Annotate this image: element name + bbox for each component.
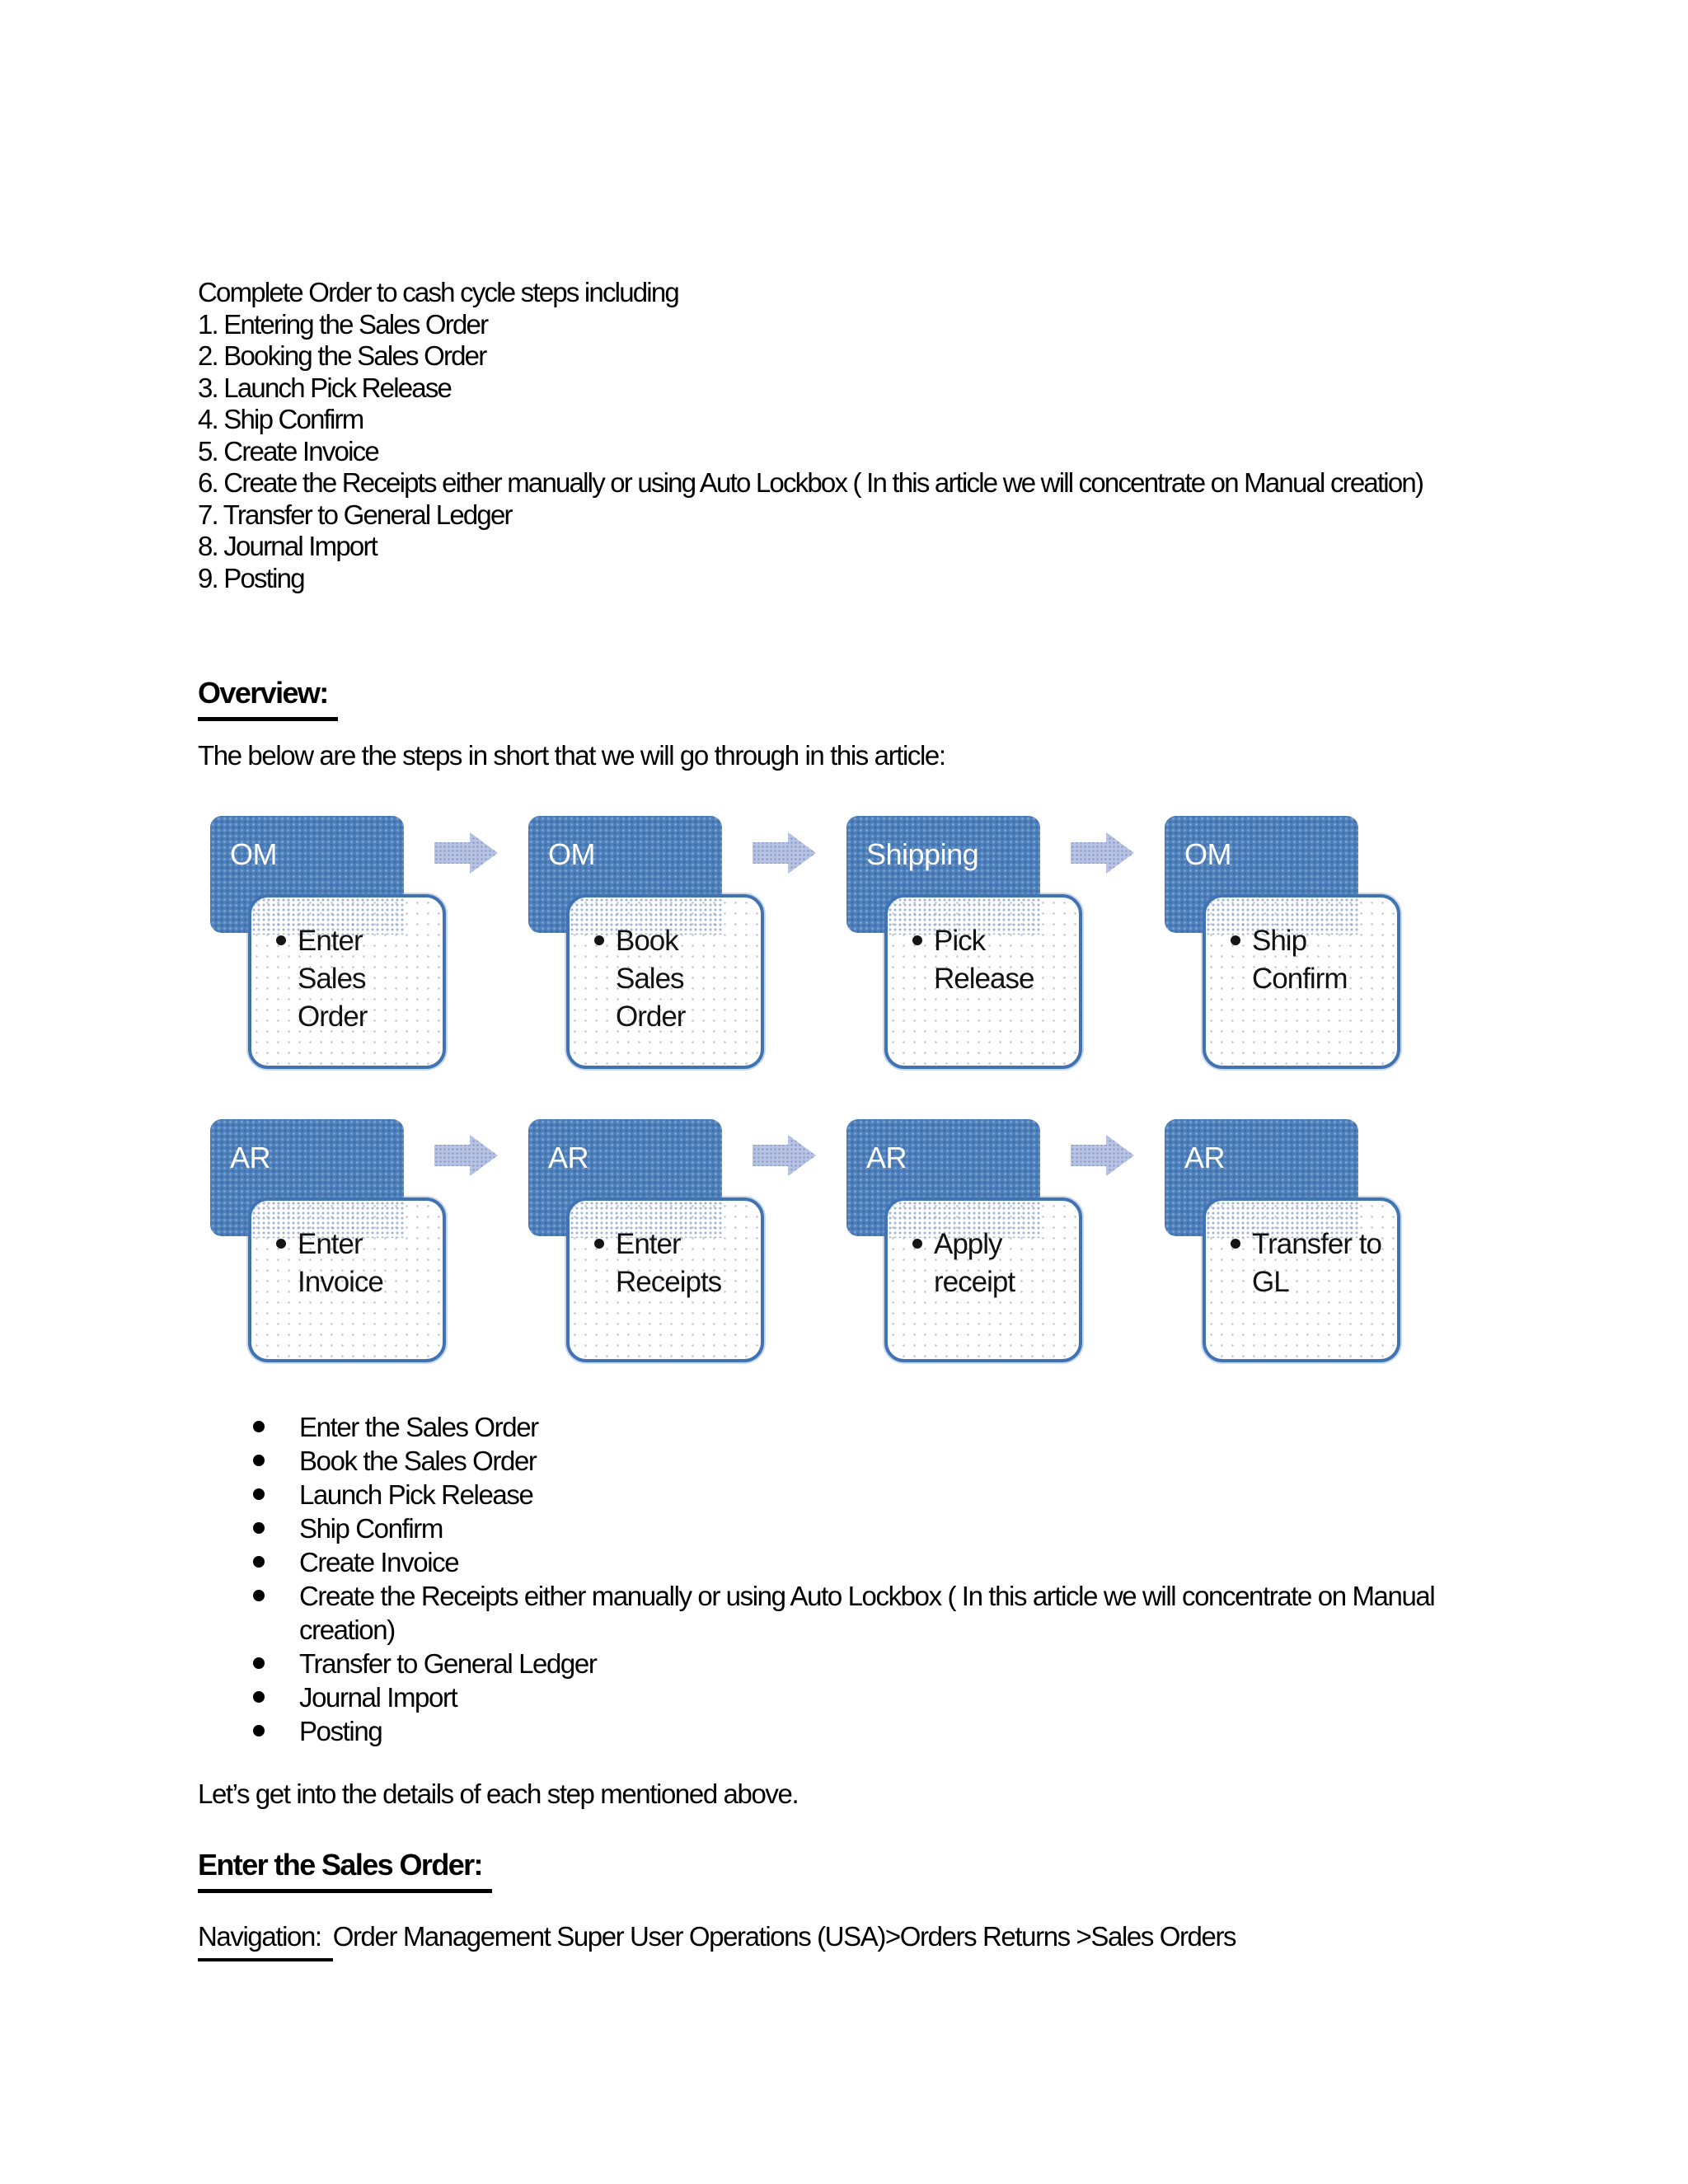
- summary-item: Enter the Sales Order: [253, 1410, 1531, 1444]
- numbered-step: 2. Booking the Sales Order: [198, 340, 487, 371]
- summary-item: Transfer to General Ledger: [253, 1647, 1531, 1680]
- diagram-step-header-label: OM: [548, 837, 596, 871]
- intro-title: Complete Order to cash cycle steps inclu…: [198, 277, 680, 307]
- halftone-overlap: [570, 1201, 723, 1238]
- diagram-step-detail: Apply receipt: [884, 1197, 1082, 1362]
- diagram-step-detail-text: Pick Release: [912, 922, 1066, 998]
- summary-list: Enter the Sales Order Book the Sales Ord…: [198, 1410, 1531, 1748]
- diagram-step-detail-text: Enter Invoice: [276, 1226, 429, 1301]
- diagram-step-detail-text: Enter Sales Order: [276, 922, 429, 1036]
- halftone-overlap: [251, 898, 405, 935]
- diagram-step-header-label: OM: [230, 837, 278, 871]
- diagram-step-detail: Book Sales Order: [566, 894, 764, 1069]
- flow-arrow-icon: [1071, 832, 1134, 874]
- enter-sales-order-heading: Enter the Sales Order:: [198, 1848, 492, 1893]
- flow-arrow-icon: [434, 832, 498, 874]
- summary-item: Create the Receipts either manually or u…: [253, 1579, 1531, 1647]
- diagram-step-header-label: AR: [230, 1141, 271, 1174]
- diagram-step-detail: Enter Sales Order: [248, 894, 446, 1069]
- numbered-step: 3. Launch Pick Release: [198, 372, 452, 403]
- summary-item: Ship Confirm: [253, 1511, 1531, 1545]
- diagram-step-detail-text: Enter Receipts: [594, 1226, 748, 1301]
- numbered-step: 8. Journal Import: [198, 531, 378, 561]
- diagram-step-header: OM: [210, 816, 404, 933]
- numbered-step: 1. Entering the Sales Order: [198, 308, 489, 340]
- details-lead: Let’s get into the details of each step …: [198, 1779, 799, 1809]
- diagram-step-detail: Pick Release: [884, 894, 1082, 1069]
- summary-item: Journal Import: [253, 1680, 1531, 1714]
- flow-arrow-icon: [753, 832, 816, 874]
- diagram-step-detail: Transfer to GL: [1203, 1197, 1400, 1362]
- numbered-step: 5. Create Invoice: [198, 435, 380, 466]
- diagram-step-detail-text: Ship Confirm: [1231, 922, 1384, 998]
- intro-section: Complete Order to cash cycle steps inclu…: [198, 277, 1533, 594]
- flow-arrow-icon: [753, 1135, 816, 1176]
- navigation-path: Order Management Super User Operations (…: [332, 1921, 1237, 1952]
- summary-item: Book the Sales Order: [253, 1444, 1531, 1478]
- summary-item: Launch Pick Release: [253, 1478, 1531, 1511]
- numbered-step: 7. Transfer to General Ledger: [198, 499, 513, 530]
- halftone-overlap: [1206, 898, 1359, 935]
- diagram-step-header-label: AR: [866, 1141, 907, 1174]
- diagram-step-detail-text: Transfer to GL: [1231, 1226, 1384, 1301]
- halftone-overlap: [251, 1201, 405, 1238]
- overview-lead: The below are the steps in short that we…: [198, 740, 946, 771]
- flow-arrow-icon: [434, 1135, 498, 1176]
- halftone-overlap: [570, 898, 723, 935]
- navigation-line: Navigation:Order Management Super User O…: [198, 1920, 1599, 1961]
- summary-item: Create Invoice: [253, 1545, 1531, 1579]
- numbered-step: 4. Ship Confirm: [198, 404, 364, 434]
- diagram-step-detail: Enter Receipts: [566, 1197, 764, 1362]
- diagram-step-detail-text: Apply receipt: [912, 1226, 1066, 1301]
- halftone-overlap: [888, 1201, 1041, 1238]
- diagram-step-detail-text: Book Sales Order: [594, 922, 748, 1036]
- diagram-step-header-label: AR: [548, 1141, 589, 1174]
- summary-item: Posting: [253, 1714, 1531, 1748]
- numbered-step: 6. Create the Receipts either manually o…: [198, 467, 1424, 498]
- flow-arrow-icon: [1071, 1135, 1134, 1176]
- navigation-label: Navigation:: [198, 1920, 333, 1961]
- diagram-step-header-label: AR: [1184, 1141, 1226, 1174]
- diagram-step-header-label: OM: [1184, 837, 1232, 871]
- halftone-overlap: [888, 898, 1041, 935]
- halftone-overlap: [1206, 1201, 1359, 1238]
- diagram-step-detail: Enter Invoice: [248, 1197, 446, 1362]
- diagram-step-header-label: Shipping: [866, 837, 979, 871]
- numbered-step: 9. Posting: [198, 562, 306, 593]
- diagram-step-detail: Ship Confirm: [1203, 894, 1400, 1069]
- overview-heading: Overview:: [198, 676, 338, 721]
